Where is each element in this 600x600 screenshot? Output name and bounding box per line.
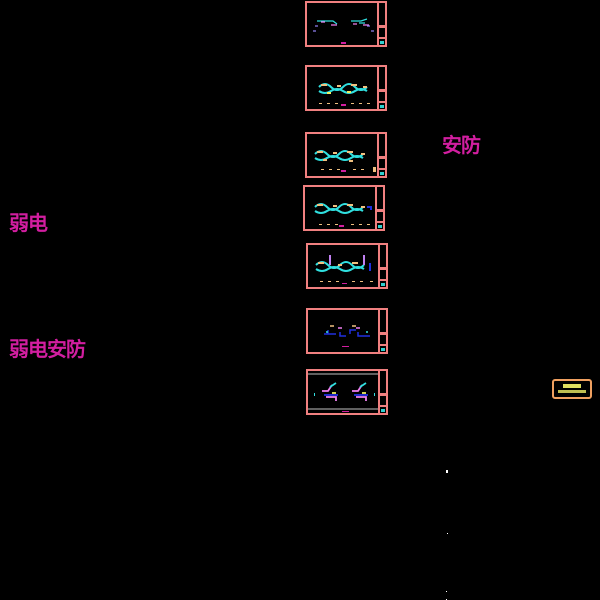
sheet-3-drawing bbox=[314, 150, 376, 172]
drawing-sheet-4[interactable] bbox=[303, 185, 385, 231]
point-marker bbox=[446, 591, 447, 592]
sheet-5-title-block bbox=[378, 245, 386, 287]
point-marker bbox=[446, 470, 448, 473]
sheet-3-title-block bbox=[377, 134, 385, 176]
point-marker bbox=[447, 533, 448, 534]
sheet-1-drawing bbox=[313, 18, 374, 44]
sheet-7-drawing bbox=[308, 373, 380, 412]
sheet-6-title-block bbox=[378, 310, 386, 352]
sheet-4-title-block bbox=[375, 187, 383, 229]
sheet-1-title-block bbox=[377, 3, 385, 45]
drawing-sheet-3[interactable] bbox=[305, 132, 387, 178]
sheet-7-title-block bbox=[378, 371, 386, 413]
label-weak-current-security: 弱电安防 bbox=[9, 337, 86, 361]
sheet-5-drawing bbox=[315, 255, 373, 284]
drawing-sheet-2[interactable] bbox=[305, 65, 387, 111]
sheet-6-drawing bbox=[324, 325, 370, 347]
drawing-sheet-1[interactable] bbox=[305, 1, 387, 47]
drawing-sheet-5[interactable] bbox=[306, 243, 388, 289]
sheet-4-drawing bbox=[314, 203, 372, 227]
legend-block[interactable] bbox=[552, 379, 592, 399]
label-weak-current: 弱电 bbox=[9, 211, 48, 235]
drawing-sheet-6[interactable] bbox=[306, 308, 388, 354]
sheet-2-drawing bbox=[318, 83, 370, 106]
legend-line-1 bbox=[563, 384, 581, 388]
drawing-sheet-7[interactable] bbox=[306, 369, 388, 415]
label-security: 安防 bbox=[442, 133, 481, 157]
legend-line-2 bbox=[558, 390, 586, 393]
sheet-2-title-block bbox=[377, 67, 385, 109]
